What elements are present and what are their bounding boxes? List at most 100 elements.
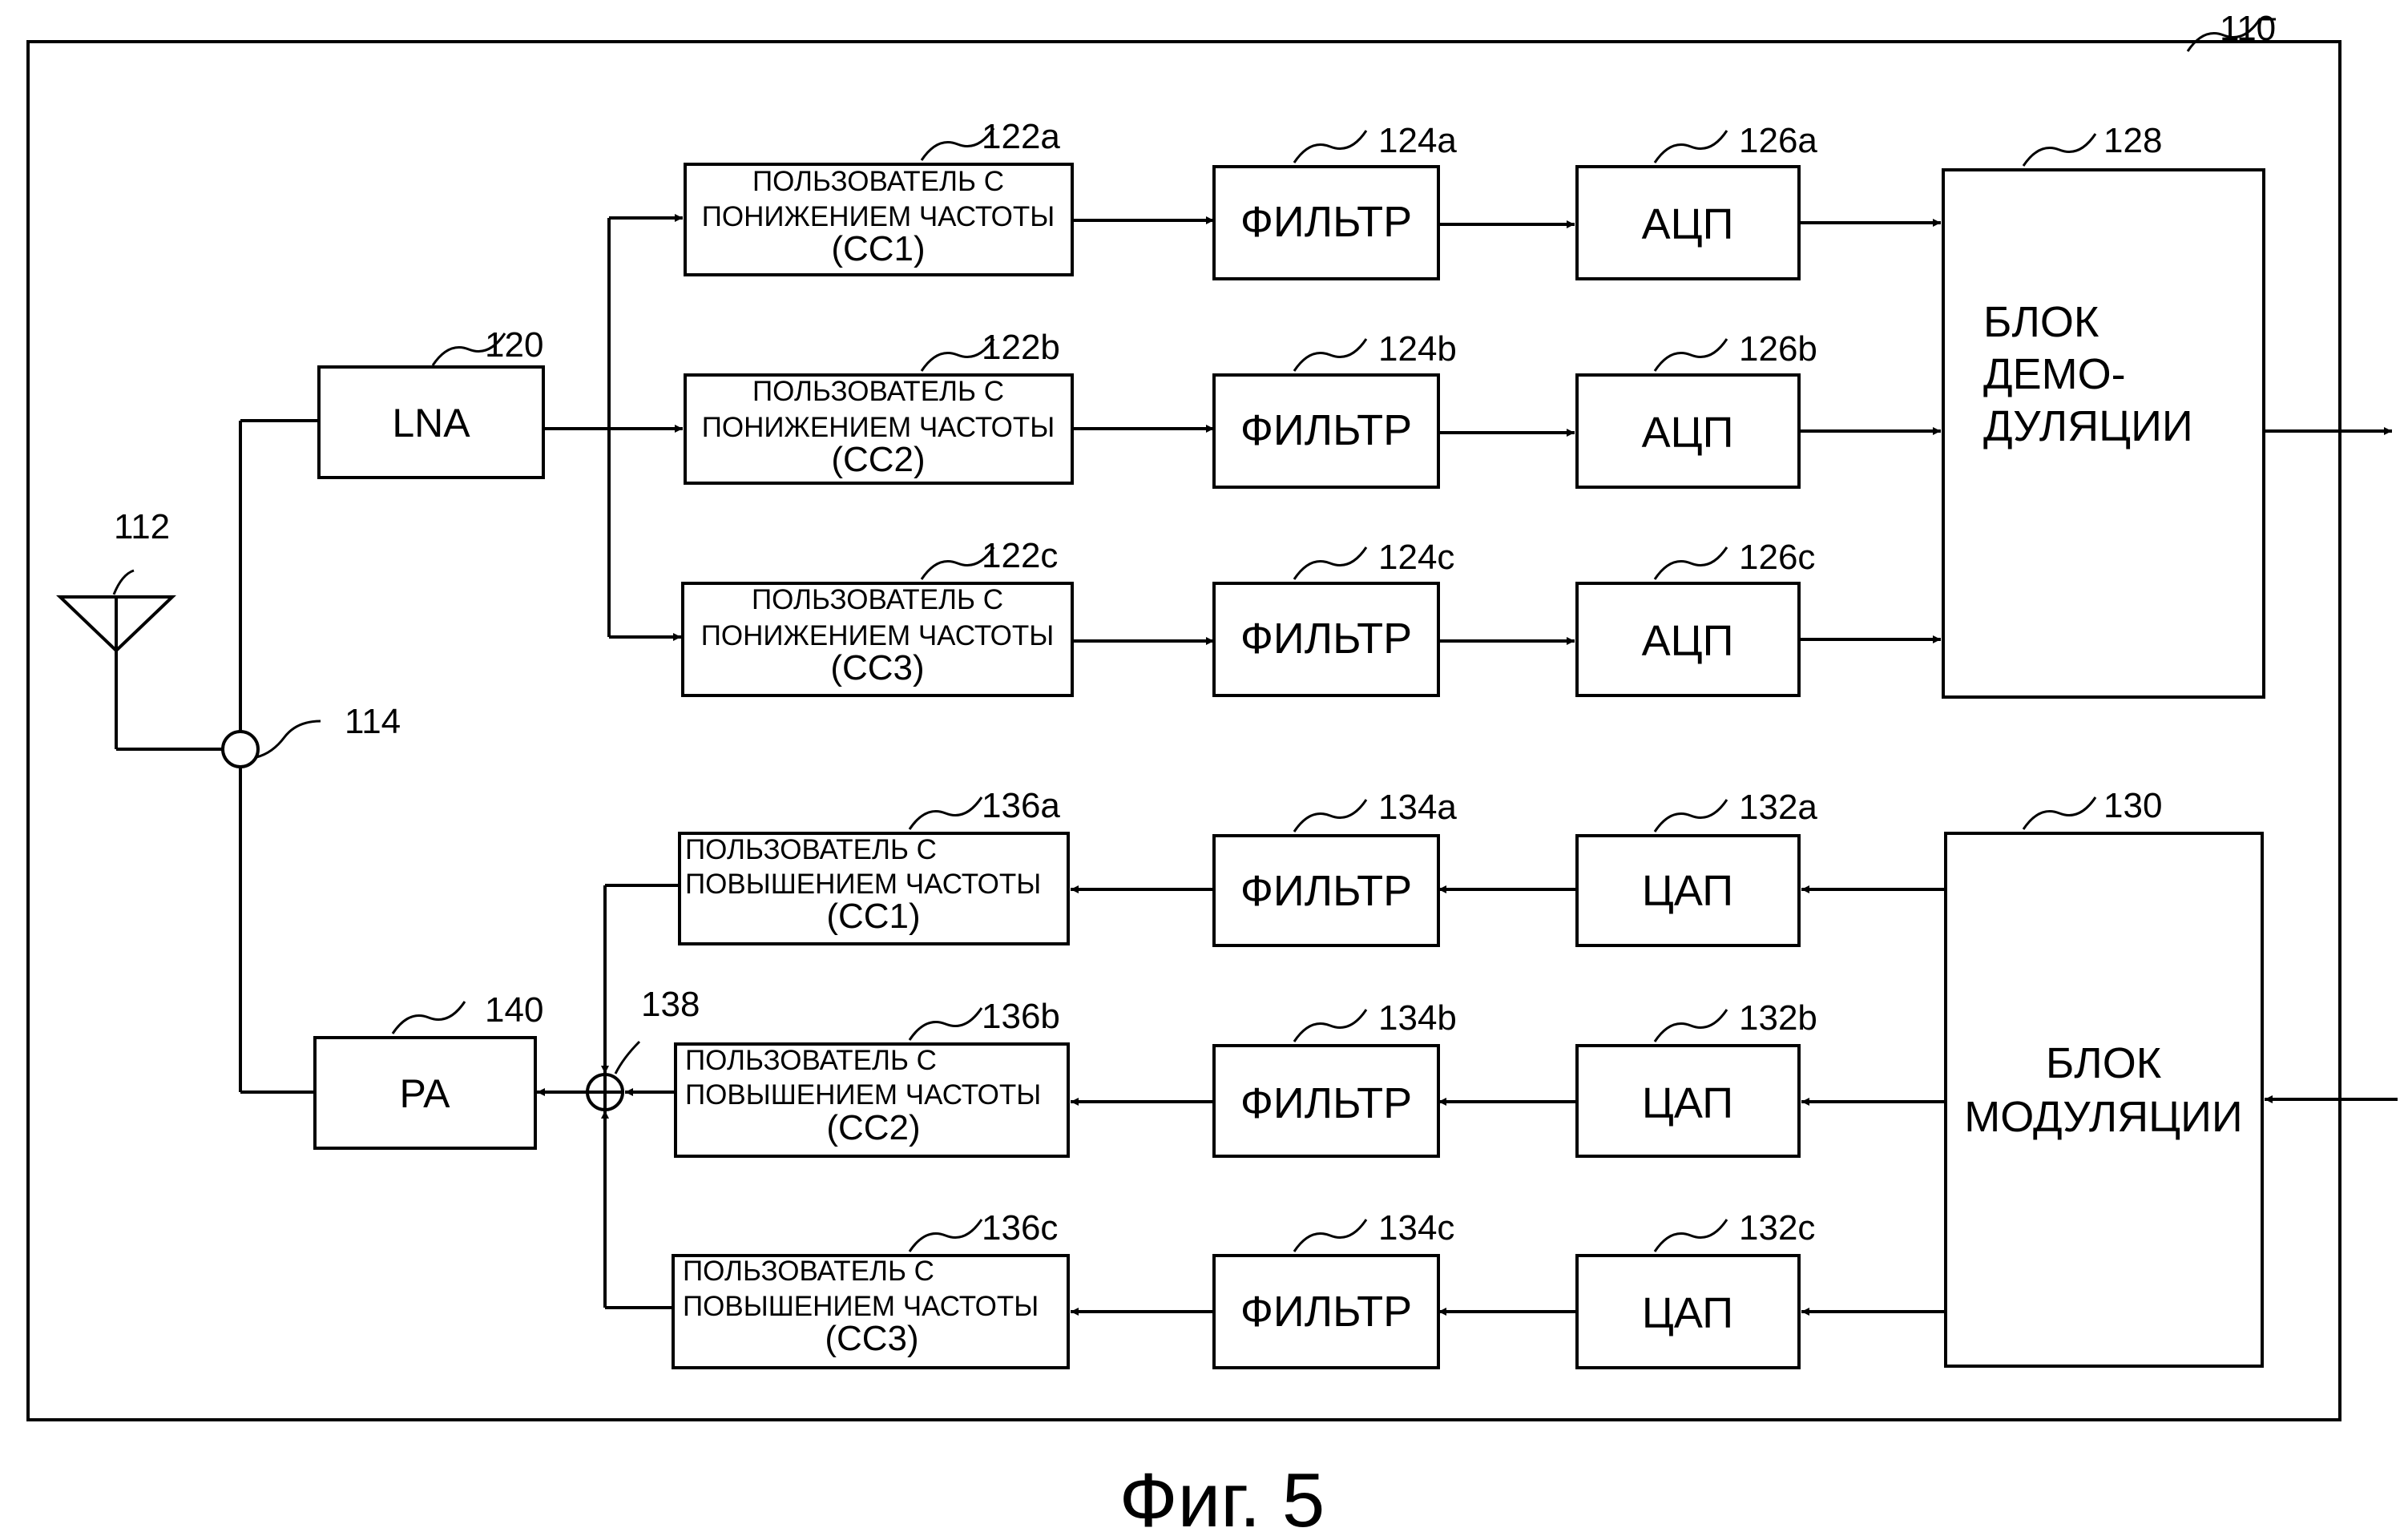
downconverter-cc2-line2: ПОНИЖЕНИЕМ ЧАСТОТЫ	[702, 412, 1055, 443]
ref-126c: 126c	[1739, 538, 1815, 577]
ref-124c: 124c	[1378, 538, 1454, 577]
ref-134a: 134a	[1378, 788, 1457, 827]
tx-filter-b-label: ФИЛЬТР	[1240, 1079, 1412, 1127]
ref-leader-126a	[1653, 130, 1728, 163]
ref-leader-132a	[1653, 799, 1728, 832]
adc-a-block	[1575, 165, 1801, 280]
downconverter-cc2-channel: (CC2)	[831, 440, 925, 479]
downconverter-cc3-channel: (CC3)	[830, 648, 924, 687]
ref-leader-112	[112, 569, 135, 595]
adc-a-label: АЦП	[1642, 200, 1734, 248]
ref-126a: 126a	[1739, 121, 1817, 160]
upconverter-cc2-line2: ПОВЫШЕНИЕМ ЧАСТОТЫ	[685, 1079, 1041, 1111]
ref-leader-134a	[1293, 799, 1368, 832]
tx-filter-a-label: ФИЛЬТР	[1240, 867, 1412, 915]
ref-leader-140	[391, 1001, 466, 1034]
upconverter-cc2-block	[674, 1042, 1070, 1158]
dac-a-label: ЦАП	[1642, 867, 1733, 915]
tx-filter-b-block	[1212, 1044, 1440, 1158]
ref-leader-138	[614, 1040, 641, 1074]
rx-filter-a-block	[1212, 165, 1440, 280]
ref-126b: 126b	[1739, 329, 1817, 369]
ref-leader-136a	[908, 796, 983, 830]
demod-label-line2: ДЕМО-	[1983, 350, 2126, 398]
mod-label-line2: МОДУЛЯЦИИ	[1964, 1093, 2243, 1141]
upconverter-cc1-line1: ПОЛЬЗОВАТЕЛЬ С	[685, 834, 937, 865]
ref-136a: 136a	[982, 786, 1060, 825]
ref-132b: 132b	[1739, 998, 1817, 1038]
ref-114: 114	[345, 702, 401, 741]
ref-130: 130	[2104, 786, 2162, 825]
ref-136c: 136c	[982, 1208, 1058, 1248]
ref-leader-122c	[920, 546, 995, 580]
downconverter-cc3-line1: ПОЛЬЗОВАТЕЛЬ С	[752, 584, 1003, 615]
ref-leader-132c	[1653, 1219, 1728, 1252]
upconverter-cc1-line2: ПОВЫШЕНИЕМ ЧАСТОТЫ	[685, 869, 1041, 900]
ref-leader-124b	[1293, 338, 1368, 372]
figure-caption: Фиг. 5	[1119, 1457, 1325, 1540]
downconverter-cc3-line2: ПОНИЖЕНИЕМ ЧАСТОТЫ	[701, 620, 1055, 651]
downconverter-cc1-channel: (CC1)	[831, 229, 925, 268]
ref-134c: 134c	[1378, 1208, 1454, 1248]
upconverter-cc3-block	[672, 1254, 1070, 1369]
pa-block	[313, 1036, 537, 1150]
ref-122c: 122c	[982, 536, 1058, 575]
rx-filter-b-label: ФИЛЬТР	[1240, 406, 1412, 454]
ref-leader-124c	[1293, 546, 1368, 580]
downconverter-cc2-block	[684, 373, 1074, 485]
adc-b-block	[1575, 373, 1801, 489]
ref-leader-114	[256, 720, 321, 759]
upconverter-cc3-channel: (CC3)	[825, 1319, 918, 1358]
ref-leader-128	[2022, 133, 2097, 167]
tx-filter-c-label: ФИЛЬТР	[1240, 1288, 1412, 1336]
device-boundary	[26, 40, 2341, 1421]
ref-122b: 122b	[982, 328, 1060, 367]
demod-label-line3: ДУЛЯЦИИ	[1983, 402, 2193, 450]
ref-leader-122a	[920, 127, 995, 161]
dac-b-block	[1575, 1044, 1801, 1158]
ref-124b: 124b	[1378, 329, 1457, 369]
ref-leader-132b	[1653, 1009, 1728, 1042]
ref-120: 120	[485, 325, 543, 365]
pa-label: PA	[400, 1071, 451, 1116]
rx-filter-c-block	[1212, 582, 1440, 697]
demod-label-line1: БЛОК	[1983, 298, 2099, 346]
ref-140: 140	[485, 990, 543, 1030]
ref-134b: 134b	[1378, 998, 1457, 1038]
downconverter-cc1-line1: ПОЛЬЗОВАТЕЛЬ С	[752, 166, 1004, 197]
ref-122a: 122a	[982, 117, 1060, 156]
ref-leader-134c	[1293, 1219, 1368, 1252]
ref-138: 138	[641, 985, 700, 1024]
demodulation-block	[1942, 168, 2265, 699]
ref-leader-110	[2186, 18, 2276, 52]
rx-filter-c-label: ФИЛЬТР	[1240, 615, 1412, 663]
ref-132a: 132a	[1739, 788, 1817, 827]
ref-leader-126b	[1653, 338, 1728, 372]
lna-block	[317, 365, 545, 479]
dac-c-block	[1575, 1254, 1801, 1369]
adc-c-block	[1575, 582, 1801, 697]
upconverter-cc2-line1: ПОЛЬЗОВАТЕЛЬ С	[685, 1045, 937, 1076]
combiner-icon	[586, 1073, 624, 1111]
ref-leader-134b	[1293, 1009, 1368, 1042]
upconverter-cc1-block	[678, 832, 1070, 945]
mod-label-line1: БЛОК	[2046, 1039, 2162, 1087]
downconverter-cc2-line1: ПОЛЬЗОВАТЕЛЬ С	[752, 376, 1004, 407]
ref-132c: 132c	[1739, 1208, 1815, 1248]
ref-leader-136b	[908, 1007, 983, 1041]
ref-leader-126c	[1653, 546, 1728, 580]
adc-c-label: АЦП	[1642, 617, 1734, 665]
lna-label: LNA	[392, 401, 470, 445]
downconverter-cc1-block	[684, 163, 1074, 276]
ref-leader-124a	[1293, 130, 1368, 163]
downconverter-cc1-line2: ПОНИЖЕНИЕМ ЧАСТОТЫ	[702, 201, 1055, 232]
ref-124a: 124a	[1378, 121, 1457, 160]
tx-filter-a-block	[1212, 834, 1440, 947]
ref-110: 110	[2220, 9, 2276, 48]
duplexer-circle	[221, 730, 260, 768]
ref-leader-130	[2022, 796, 2097, 830]
ref-leader-136c	[908, 1219, 983, 1252]
upconverter-cc2-channel: (CC2)	[826, 1108, 920, 1147]
rx-filter-a-label: ФИЛЬТР	[1240, 198, 1412, 246]
